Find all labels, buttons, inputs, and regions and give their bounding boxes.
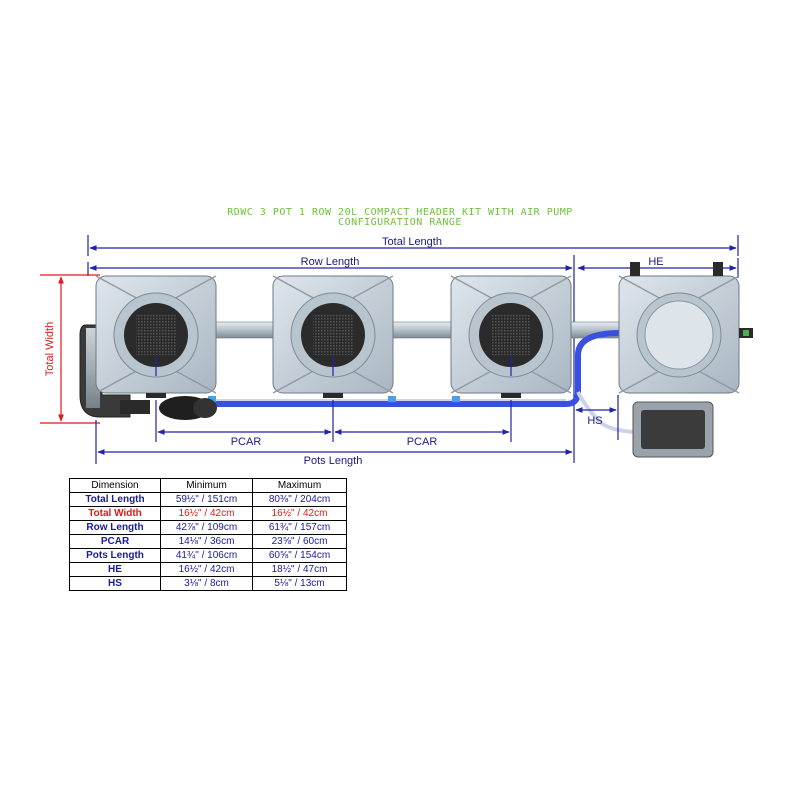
row-maximum: 80⅜" / 204cm <box>252 492 347 507</box>
row-maximum: 5⅛" / 13cm <box>252 576 347 591</box>
pot-1 <box>95 275 217 398</box>
row-dimension: Pots Length <box>69 548 161 563</box>
hs-label: HS <box>587 415 602 427</box>
row-minimum: 16½" / 42cm <box>160 506 253 521</box>
row-minimum: 41¾" / 106cm <box>160 548 253 563</box>
col-header-dimension: Dimension <box>69 478 161 493</box>
diagram-title: RDWC 3 POT 1 ROW 20L COMPACT HEADER KIT … <box>227 207 573 218</box>
table-row: HS 3⅛" / 8cm 5⅛" / 13cm <box>69 576 347 591</box>
row-minimum: 59½" / 151cm <box>160 492 253 507</box>
total-length-label: Total Length <box>382 236 442 248</box>
row-length-label: Row Length <box>301 256 360 268</box>
table-row: Pots Length 41¾" / 106cm 60⅝" / 154cm <box>69 548 347 563</box>
hs-dimension: HS <box>575 395 619 440</box>
header-tank <box>618 262 753 394</box>
pots-length-label: Pots Length <box>304 455 363 467</box>
row-dimension: Total Width <box>69 506 161 521</box>
table-row: PCAR 14⅛" / 36cm 23⅝" / 60cm <box>69 534 347 549</box>
row-maximum: 18½" / 47cm <box>252 562 347 577</box>
row-minimum: 14⅛" / 36cm <box>160 534 253 549</box>
pots-length-dimension: Pots Length <box>95 420 573 467</box>
row-dimension: HS <box>69 576 161 591</box>
row-dimension: Total Length <box>69 492 161 507</box>
row-maximum: 60⅝" / 154cm <box>252 548 347 563</box>
table-row: Total Length 59½" / 151cm 80⅜" / 204cm <box>69 492 347 507</box>
total-width-label: Total Width <box>44 322 56 376</box>
air-pump <box>632 401 714 458</box>
pot-3 <box>450 275 572 398</box>
dimensions-table: Dimension Minimum Maximum Total Length 5… <box>69 478 347 591</box>
pot-2 <box>272 275 394 398</box>
pcar-label-2: PCAR <box>407 436 438 448</box>
row-maximum: 23⅝" / 60cm <box>252 534 347 549</box>
table-row: Total Width 16½" / 42cm 16½" / 42cm <box>69 506 347 521</box>
row-maximum: 16½" / 42cm <box>252 506 347 521</box>
he-label: HE <box>648 256 663 268</box>
row-minimum: 16½" / 42cm <box>160 562 253 577</box>
row-minimum: 3⅛" / 8cm <box>160 576 253 591</box>
pcar-dimension: PCAR PCAR <box>155 400 512 448</box>
row-dimension: PCAR <box>69 534 161 549</box>
row-maximum: 61¾" / 157cm <box>252 520 347 535</box>
row-dimension: Row Length <box>69 520 161 535</box>
table-header-row: Dimension Minimum Maximum <box>69 478 347 493</box>
table-row: HE 16½" / 42cm 18½" / 47cm <box>69 562 347 577</box>
row-minimum: 42⅞" / 109cm <box>160 520 253 535</box>
row-length-dimension: Row Length <box>87 255 575 463</box>
row-dimension: HE <box>69 562 161 577</box>
total-width-dimension: Total Width <box>40 274 100 424</box>
he-dimension: HE <box>577 256 739 278</box>
diagram-subtitle: CONFIGURATION RANGE <box>338 217 462 228</box>
pcar-label-1: PCAR <box>231 436 262 448</box>
col-header-minimum: Minimum <box>160 478 253 493</box>
total-length-dimension: Total Length <box>87 235 739 256</box>
col-header-maximum: Maximum <box>252 478 347 493</box>
table-row: Row Length 42⅞" / 109cm 61¾" / 157cm <box>69 520 347 535</box>
